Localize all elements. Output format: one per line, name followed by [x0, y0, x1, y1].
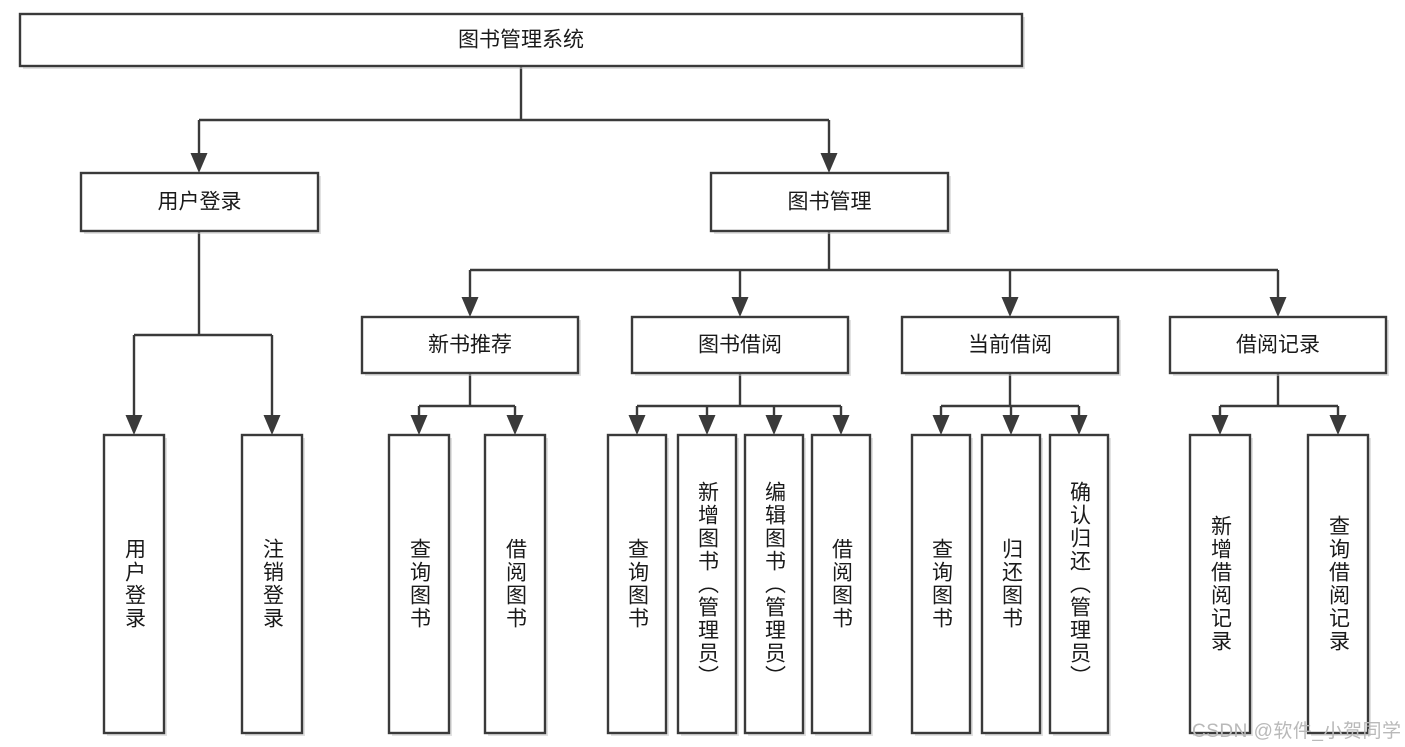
node-label-new-book-rec: 新书推荐 — [428, 334, 512, 357]
connector-group-root — [190, 66, 838, 173]
node-box-leaf-confirm-return[interactable] — [1048, 433, 1110, 735]
arrow-head-icon — [731, 297, 749, 317]
arrow-head-icon — [263, 415, 281, 435]
arrow-head-icon — [410, 415, 428, 435]
arrow-head-icon — [932, 415, 950, 435]
node-box-leaf-add-record[interactable] — [1188, 433, 1252, 735]
connector-layer — [125, 66, 1347, 435]
node-box-book-manage[interactable] — [709, 171, 950, 233]
arrow-head-icon — [765, 415, 783, 435]
node-box-leaf-return-book[interactable] — [980, 433, 1042, 735]
node-box-leaf-query-book-3[interactable] — [910, 433, 972, 735]
connector-group-current-borrow — [932, 373, 1088, 435]
arrow-head-icon — [1269, 297, 1287, 317]
node-box-leaf-edit-book[interactable] — [743, 433, 805, 735]
node-label-current-borrow: 当前借阅 — [968, 334, 1052, 357]
csdn-watermark: CSDN @软件_小贺同学 — [1192, 721, 1402, 742]
arrow-head-icon — [832, 415, 850, 435]
node-box-new-book-rec[interactable] — [360, 315, 580, 375]
node-box-leaf-add-book[interactable] — [676, 433, 738, 735]
connector-group-book-manage — [461, 231, 1287, 317]
connector-group-user-login — [125, 231, 281, 435]
arrow-head-icon — [1329, 415, 1347, 435]
arrow-head-icon — [1001, 297, 1019, 317]
node-label-book-borrow: 图书借阅 — [698, 334, 782, 357]
node-box-leaf-query-book-2[interactable] — [606, 433, 668, 735]
node-label-user-login: 用户登录 — [158, 191, 242, 214]
node-box-leaf-query-record[interactable] — [1306, 433, 1370, 735]
node-box-leaf-borrow-book-1[interactable] — [483, 433, 547, 735]
arrow-head-icon — [1070, 415, 1088, 435]
arrow-head-icon — [820, 153, 838, 173]
arrow-head-icon — [1211, 415, 1229, 435]
node-box-leaf-user-login[interactable] — [102, 433, 166, 735]
node-box-book-borrow[interactable] — [630, 315, 850, 375]
node-box-borrow-record[interactable] — [1168, 315, 1388, 375]
node-box-user-login[interactable] — [79, 171, 320, 233]
connector-group-new-book-rec — [410, 373, 524, 435]
node-label-book-manage: 图书管理 — [788, 191, 872, 214]
arrow-head-icon — [628, 415, 646, 435]
node-box-leaf-query-book-1[interactable] — [387, 433, 451, 735]
connector-group-book-borrow — [628, 373, 850, 435]
node-box-leaf-borrow-book-2[interactable] — [810, 433, 872, 735]
arrow-head-icon — [190, 153, 208, 173]
node-box-root[interactable] — [18, 12, 1024, 68]
node-label-root: 图书管理系统 — [458, 29, 584, 52]
node-box-layer — [18, 12, 1389, 736]
connector-group-borrow-record — [1211, 373, 1347, 435]
arrow-head-icon — [506, 415, 524, 435]
arrow-head-icon — [1002, 415, 1020, 435]
arrow-head-icon — [125, 415, 143, 435]
arrow-head-icon — [698, 415, 716, 435]
arrow-head-icon — [461, 297, 479, 317]
node-box-current-borrow[interactable] — [900, 315, 1120, 375]
node-label-borrow-record: 借阅记录 — [1236, 334, 1320, 357]
node-box-leaf-logout[interactable] — [240, 433, 304, 735]
